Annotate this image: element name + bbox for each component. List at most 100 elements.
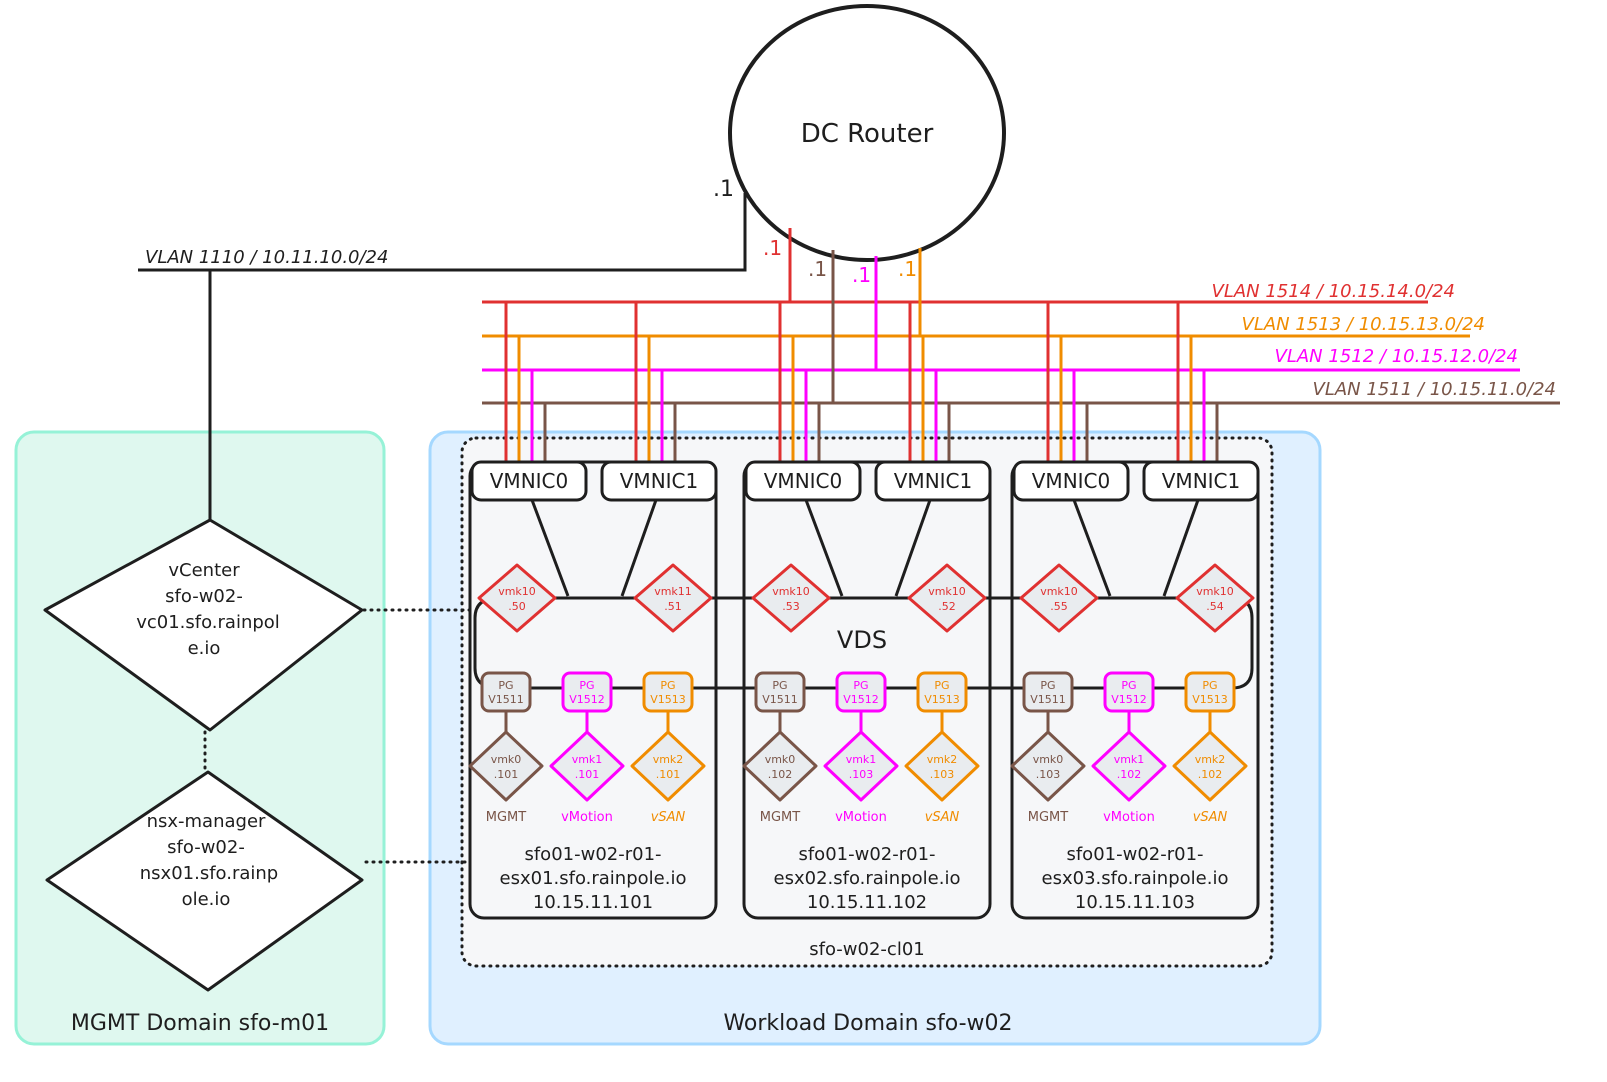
- vmnic-0[interactable]: VMNIC0: [470, 460, 588, 502]
- portgroup-line2: V1512: [1111, 693, 1147, 706]
- vmk-name: vmk2: [927, 753, 958, 766]
- vmnic-0[interactable]: VMNIC0: [1012, 460, 1130, 502]
- vmnic-box: [600, 460, 718, 502]
- vcenter-node[interactable]: vCenter sfo-w02- vc01.sfo.rainpol e.io: [43, 518, 364, 732]
- vmk-diamond: [742, 730, 818, 802]
- portgroup-line2: V1512: [569, 693, 605, 706]
- vmk-vsan[interactable]: vmk2.102: [1172, 730, 1248, 802]
- tep-ip: .54: [1206, 600, 1224, 613]
- tep-vmk-0[interactable]: vmk10.55: [1019, 563, 1099, 633]
- tep-vmk-0[interactable]: vmk10.50: [477, 563, 557, 633]
- vmnic-label: VMNIC0: [764, 469, 843, 493]
- tep-vmk-0[interactable]: vmk10.53: [751, 563, 831, 633]
- tep-vmk-1[interactable]: vmk10.52: [907, 563, 987, 633]
- vmk-mgmt[interactable]: vmk0.103: [1010, 730, 1086, 802]
- vmk-diamond: [823, 730, 899, 802]
- vds-label: VDS: [837, 626, 887, 654]
- vmk-vsan[interactable]: vmk2.101: [630, 730, 706, 802]
- tep-diamond: [633, 563, 713, 633]
- vmnic-0[interactable]: VMNIC0: [744, 460, 862, 502]
- vmk-name: vmk2: [653, 753, 684, 766]
- nsx-manager-node[interactable]: nsx-manager sfo-w02- nsx01.sfo.rainp ole…: [45, 770, 364, 992]
- vmk-name: vmk0: [491, 753, 522, 766]
- vmk-ip: .101: [575, 768, 600, 781]
- uplink-line: [1072, 499, 1112, 597]
- tep-diamond: [907, 563, 987, 633]
- portgroup-line1: PG: [498, 679, 513, 692]
- router-mgmt-ip: .1: [713, 177, 734, 202]
- vmk-vsan[interactable]: vmk2.103: [904, 730, 980, 802]
- vmk-name: vmk2: [1195, 753, 1226, 766]
- vmnic-1[interactable]: VMNIC1: [600, 460, 718, 502]
- vmk-ip: .103: [1036, 768, 1061, 781]
- portgroup-line1: PG: [853, 679, 868, 692]
- host-box: [742, 460, 992, 920]
- vmk-role: MGMT: [760, 810, 801, 825]
- tep-ip: .53: [782, 600, 800, 613]
- vmnic-box: [874, 460, 992, 502]
- tep-diamond: [477, 563, 557, 633]
- tep-vmk-1[interactable]: vmk11.51: [633, 563, 713, 633]
- vmnic-1[interactable]: VMNIC1: [874, 460, 992, 502]
- tep-vmk-1[interactable]: vmk10 .54: [1175, 563, 1255, 633]
- router-ip-1513: .1: [898, 257, 917, 281]
- dc-router[interactable]: [728, 4, 1006, 262]
- vmk-diamond: [468, 730, 544, 802]
- portgroup-line1: PG: [1121, 679, 1136, 692]
- host-fqdn-line: esx02.sfo.rainpole.io: [774, 868, 961, 889]
- tep-name: vmk10: [1196, 585, 1234, 598]
- nsx-line-3: nsx01.sfo.rainp: [140, 863, 278, 884]
- host-fqdn-line: sfo01-w02-r01-: [798, 844, 935, 865]
- vmnic-label: VMNIC0: [490, 469, 569, 493]
- vmk-ip: .101: [494, 768, 519, 781]
- portgroup-line2: V1512: [843, 693, 879, 706]
- nsx-line-4: ole.io: [182, 889, 231, 910]
- vmk-ip: .102: [768, 768, 793, 781]
- host-box: [1010, 460, 1260, 920]
- vmk-mgmt[interactable]: vmk0 .101: [468, 730, 544, 802]
- mgmt-vlan-label: VLAN 1110 / 10.11.10.0/24: [145, 247, 388, 268]
- portgroup-line2: V1513: [650, 693, 686, 706]
- cluster-label: sfo-w02-cl01: [809, 939, 924, 960]
- vmnic-label: VMNIC1: [1162, 469, 1241, 493]
- vmk-role: vMotion: [1103, 810, 1155, 825]
- vmk-vmotion[interactable]: vmk1.101: [549, 730, 625, 802]
- vmk-diamond: [904, 730, 980, 802]
- vmk-role: MGMT: [1028, 810, 1069, 825]
- vmk-mgmt[interactable]: vmk0.102: [742, 730, 818, 802]
- vmk-diamond: [549, 730, 625, 802]
- tep-diamond: [751, 563, 831, 633]
- host-ip: 10.15.11.103: [1075, 892, 1195, 913]
- host-fqdn-line: esx01.sfo.rainpole.io: [500, 868, 687, 889]
- vlan-1512-label: VLAN 1512 / 10.15.12.0/24: [1275, 346, 1518, 367]
- vmnic-box: [1142, 460, 1260, 502]
- portgroup-line2: V1511: [762, 693, 798, 706]
- vmk-vmotion[interactable]: vmk1.103: [823, 730, 899, 802]
- host-ip: 10.15.11.101: [533, 892, 653, 913]
- vmk-vmotion[interactable]: vmk1.102: [1091, 730, 1167, 802]
- tep-ip: .55: [1050, 600, 1068, 613]
- vmnic-1[interactable]: VMNIC1: [1142, 460, 1260, 502]
- portgroup-line2: V1511: [488, 693, 524, 706]
- router-label: DC Router: [801, 119, 934, 149]
- tep-name: vmk11: [654, 585, 692, 598]
- vmnic-box: [470, 460, 588, 502]
- vmk-diamond: [1010, 730, 1086, 802]
- tep-ip: .52: [938, 600, 956, 613]
- vmnic-box: [744, 460, 862, 502]
- uplink-line: [620, 499, 658, 597]
- portgroup-line2: V1513: [1192, 693, 1228, 706]
- router-ip-1511: .1: [808, 257, 827, 281]
